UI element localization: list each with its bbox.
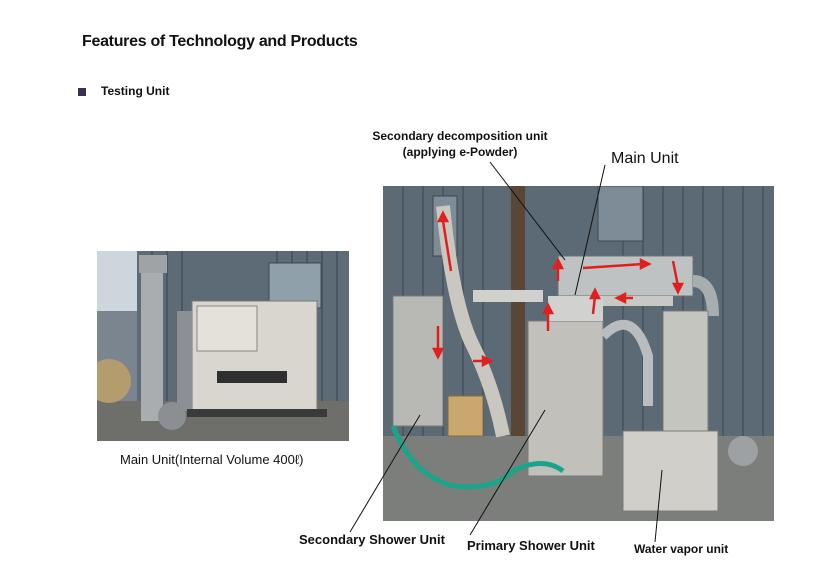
secondary-decomposition-line2: (applying e-Powder) xyxy=(402,145,518,159)
secondary-decomposition-line1: Secondary decomposition unit xyxy=(372,129,548,143)
primary-shower-label: Primary Shower Unit xyxy=(467,538,595,553)
page-title: Features of Technology and Products xyxy=(82,33,358,50)
main-unit-label: Main Unit xyxy=(611,150,679,167)
section-heading: Testing Unit xyxy=(101,84,170,98)
main-unit-caption: Main Unit(Internal Volume 400ℓ) xyxy=(120,452,304,467)
secondary-shower-label: Secondary Shower Unit xyxy=(299,532,445,547)
square-bullet-icon xyxy=(78,88,86,96)
testing-unit-photo xyxy=(383,186,774,521)
water-vapor-label: Water vapor unit xyxy=(634,542,729,556)
secondary-decomposition-label: Secondary decomposition unit (applying e… xyxy=(360,128,560,160)
main-unit-photo xyxy=(97,251,349,441)
